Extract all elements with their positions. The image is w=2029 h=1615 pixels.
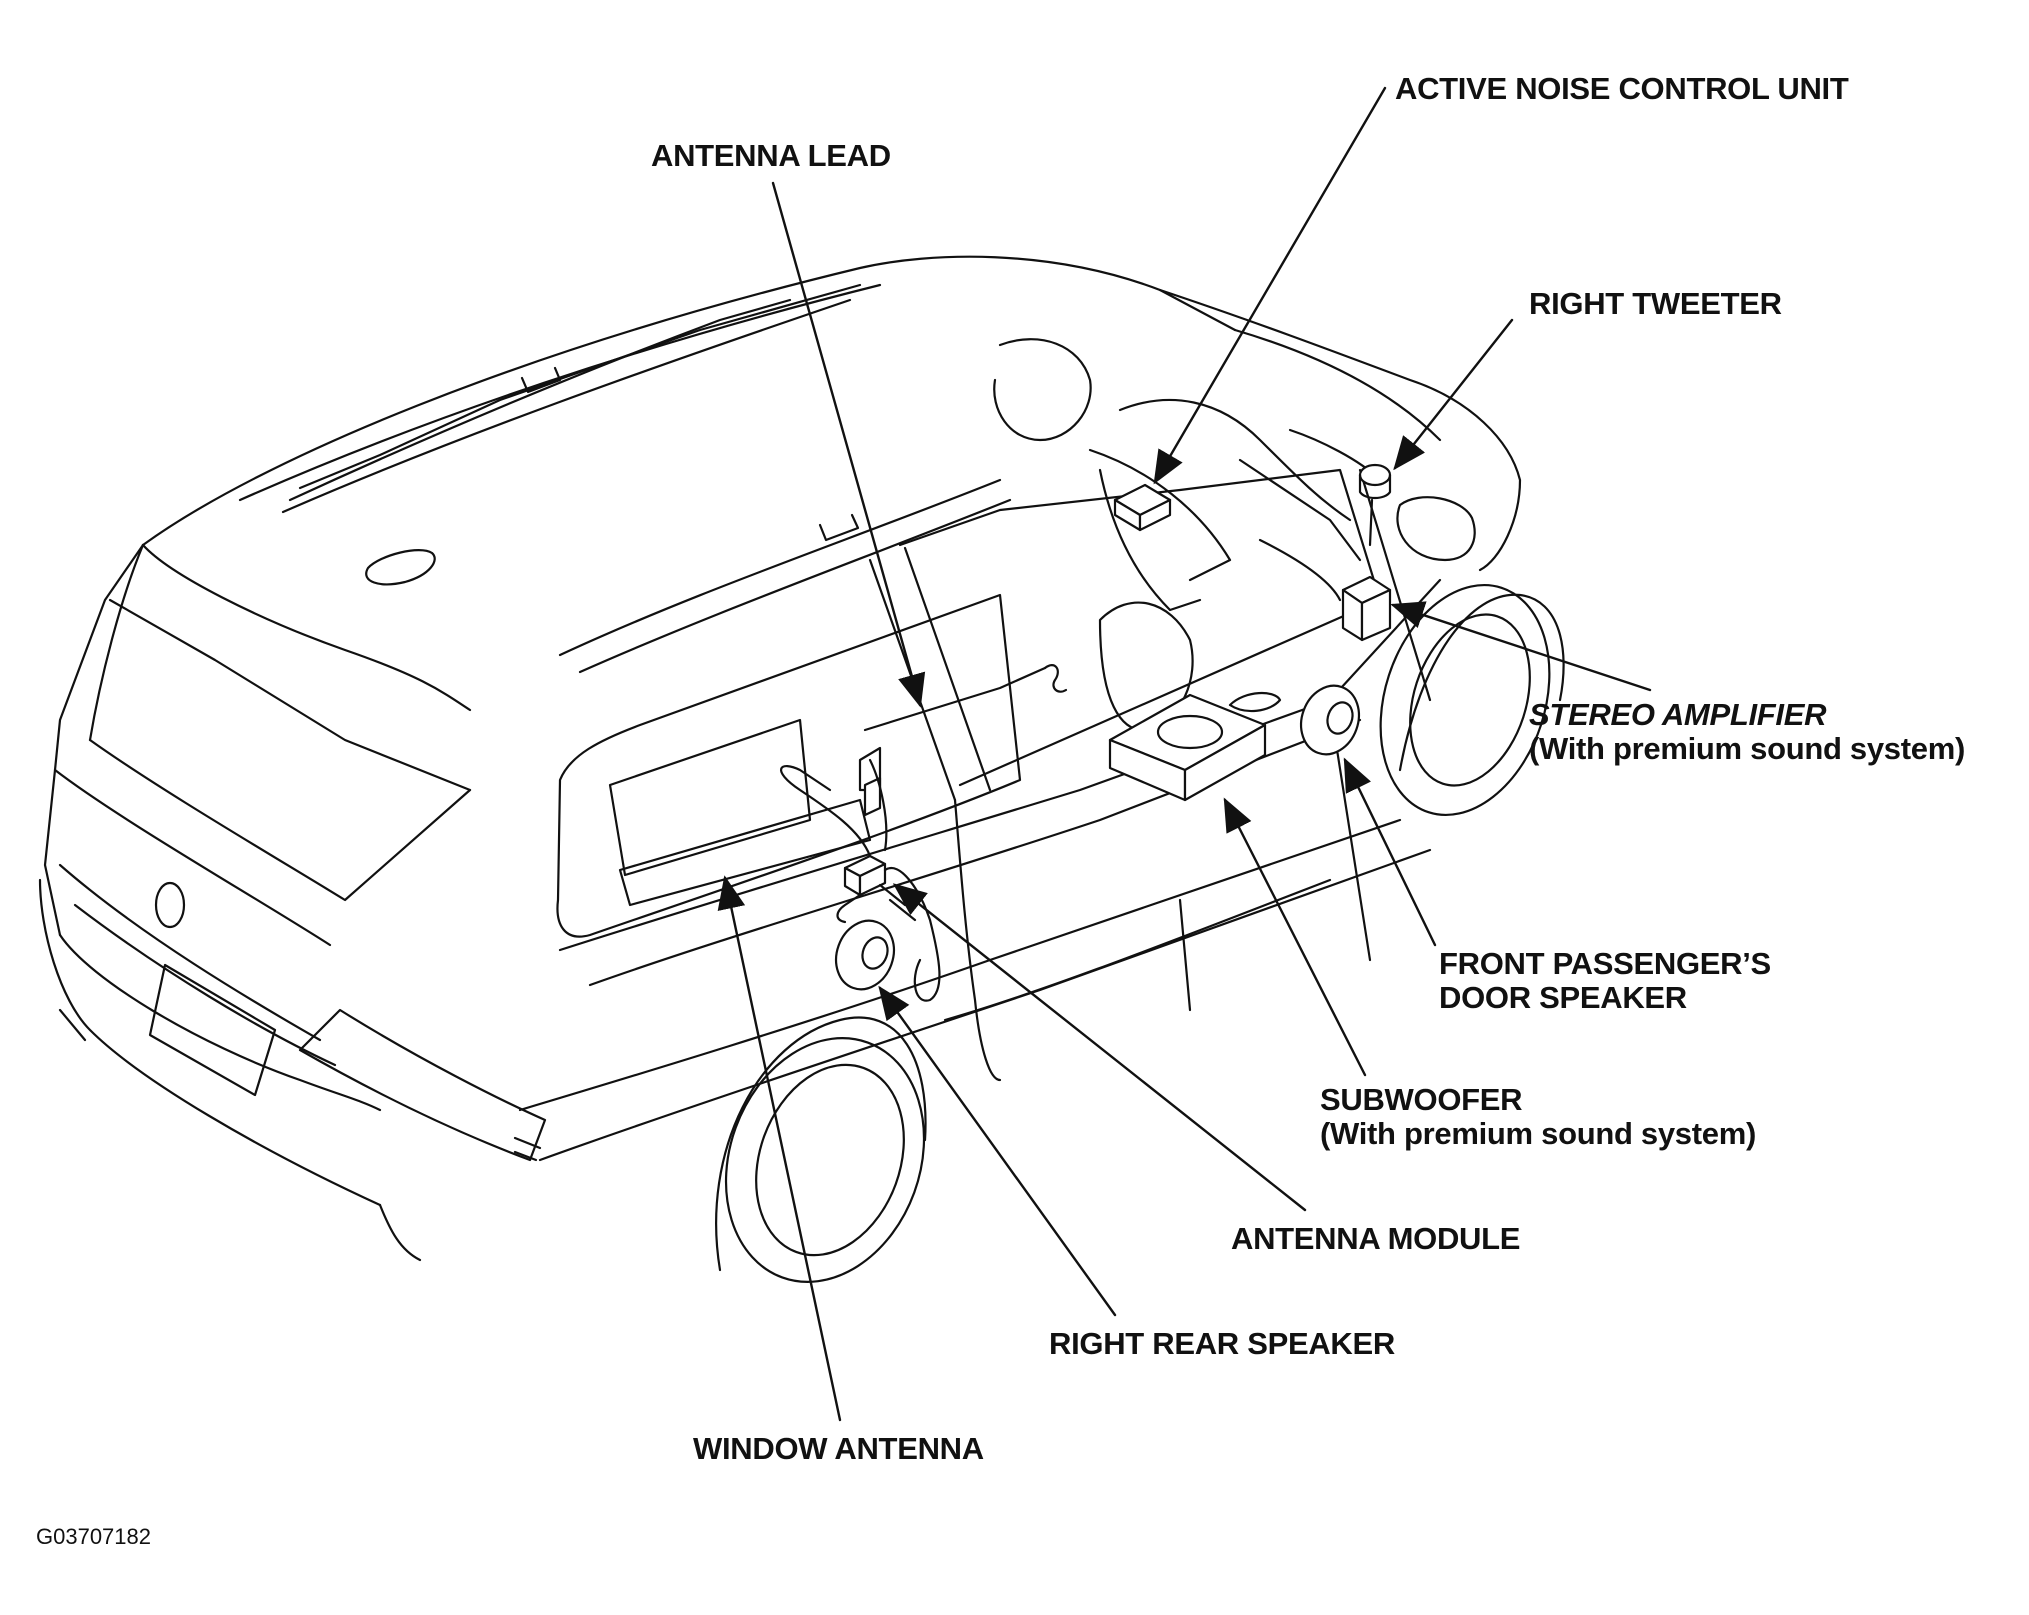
label-note: (With premium sound system)	[1529, 731, 1965, 766]
rear-body	[40, 545, 545, 1260]
leader-right-rear-speaker	[878, 985, 1115, 1315]
subwoofer-component	[1110, 695, 1265, 800]
roof-outline	[143, 257, 1235, 710]
label-subwoofer: SUBWOOFER (With premium sound system)	[1320, 1083, 1756, 1151]
label-text: SUBWOOFER	[1320, 1082, 1523, 1117]
label-right-tweeter: RIGHT TWEETER	[1529, 287, 1782, 321]
active-noise-control-unit-box	[1115, 485, 1170, 530]
leader-front-door-speaker	[1343, 757, 1435, 945]
stereo-amplifier-component	[1343, 577, 1390, 640]
label-right-rear-speaker: RIGHT REAR SPEAKER	[1049, 1327, 1395, 1361]
label-text: STEREO AMPLIFIER	[1529, 697, 1827, 732]
label-text: ANTENNA MODULE	[1231, 1221, 1521, 1256]
leader-lines	[717, 88, 1650, 1420]
label-stereo-amplifier: STEREO AMPLIFIER (With premium sound sys…	[1529, 698, 1965, 766]
label-window-antenna: WINDOW ANTENNA	[693, 1432, 984, 1466]
antenna-module-component	[781, 748, 939, 1001]
leader-antenna-module	[892, 883, 1305, 1210]
label-active-noise-control-unit: ACTIVE NOISE CONTROL UNIT	[1395, 72, 1849, 106]
front-door-speaker-component	[1292, 678, 1369, 763]
label-antenna-module: ANTENNA MODULE	[1231, 1222, 1520, 1256]
leader-window-antenna	[717, 875, 840, 1420]
label-text: WINDOW ANTENNA	[693, 1431, 984, 1466]
label-text: ACTIVE NOISE CONTROL UNIT	[1395, 71, 1849, 106]
label-text-line1: FRONT PASSENGER’S	[1439, 946, 1771, 981]
label-text: ANTENNA LEAD	[651, 138, 891, 173]
label-antenna-lead: ANTENNA LEAD	[651, 139, 891, 173]
label-front-passenger-door-speaker: FRONT PASSENGER’S DOOR SPEAKER	[1439, 947, 1771, 1015]
right-rear-speaker-component	[827, 913, 904, 998]
label-note: (With premium sound system)	[1320, 1116, 1756, 1151]
label-text: RIGHT TWEETER	[1529, 286, 1782, 321]
label-text-line2: DOOR SPEAKER	[1439, 980, 1687, 1015]
label-text: RIGHT REAR SPEAKER	[1049, 1326, 1395, 1361]
front-and-interior	[994, 290, 1520, 730]
rear-wheel	[693, 1010, 957, 1310]
leader-subwoofer	[1223, 797, 1365, 1075]
leader-right-tweeter	[1393, 320, 1512, 471]
figure-code: G03707182	[36, 1524, 151, 1549]
leader-antenna-lead	[773, 183, 926, 708]
right-tweeter-component	[1360, 465, 1390, 545]
front-wheel	[1352, 563, 1577, 837]
leader-stereo-amplifier	[1390, 601, 1650, 690]
leader-active-noise-control-unit	[1153, 88, 1385, 485]
side-body	[520, 470, 1440, 1160]
antenna-lead-wire	[865, 665, 1066, 730]
